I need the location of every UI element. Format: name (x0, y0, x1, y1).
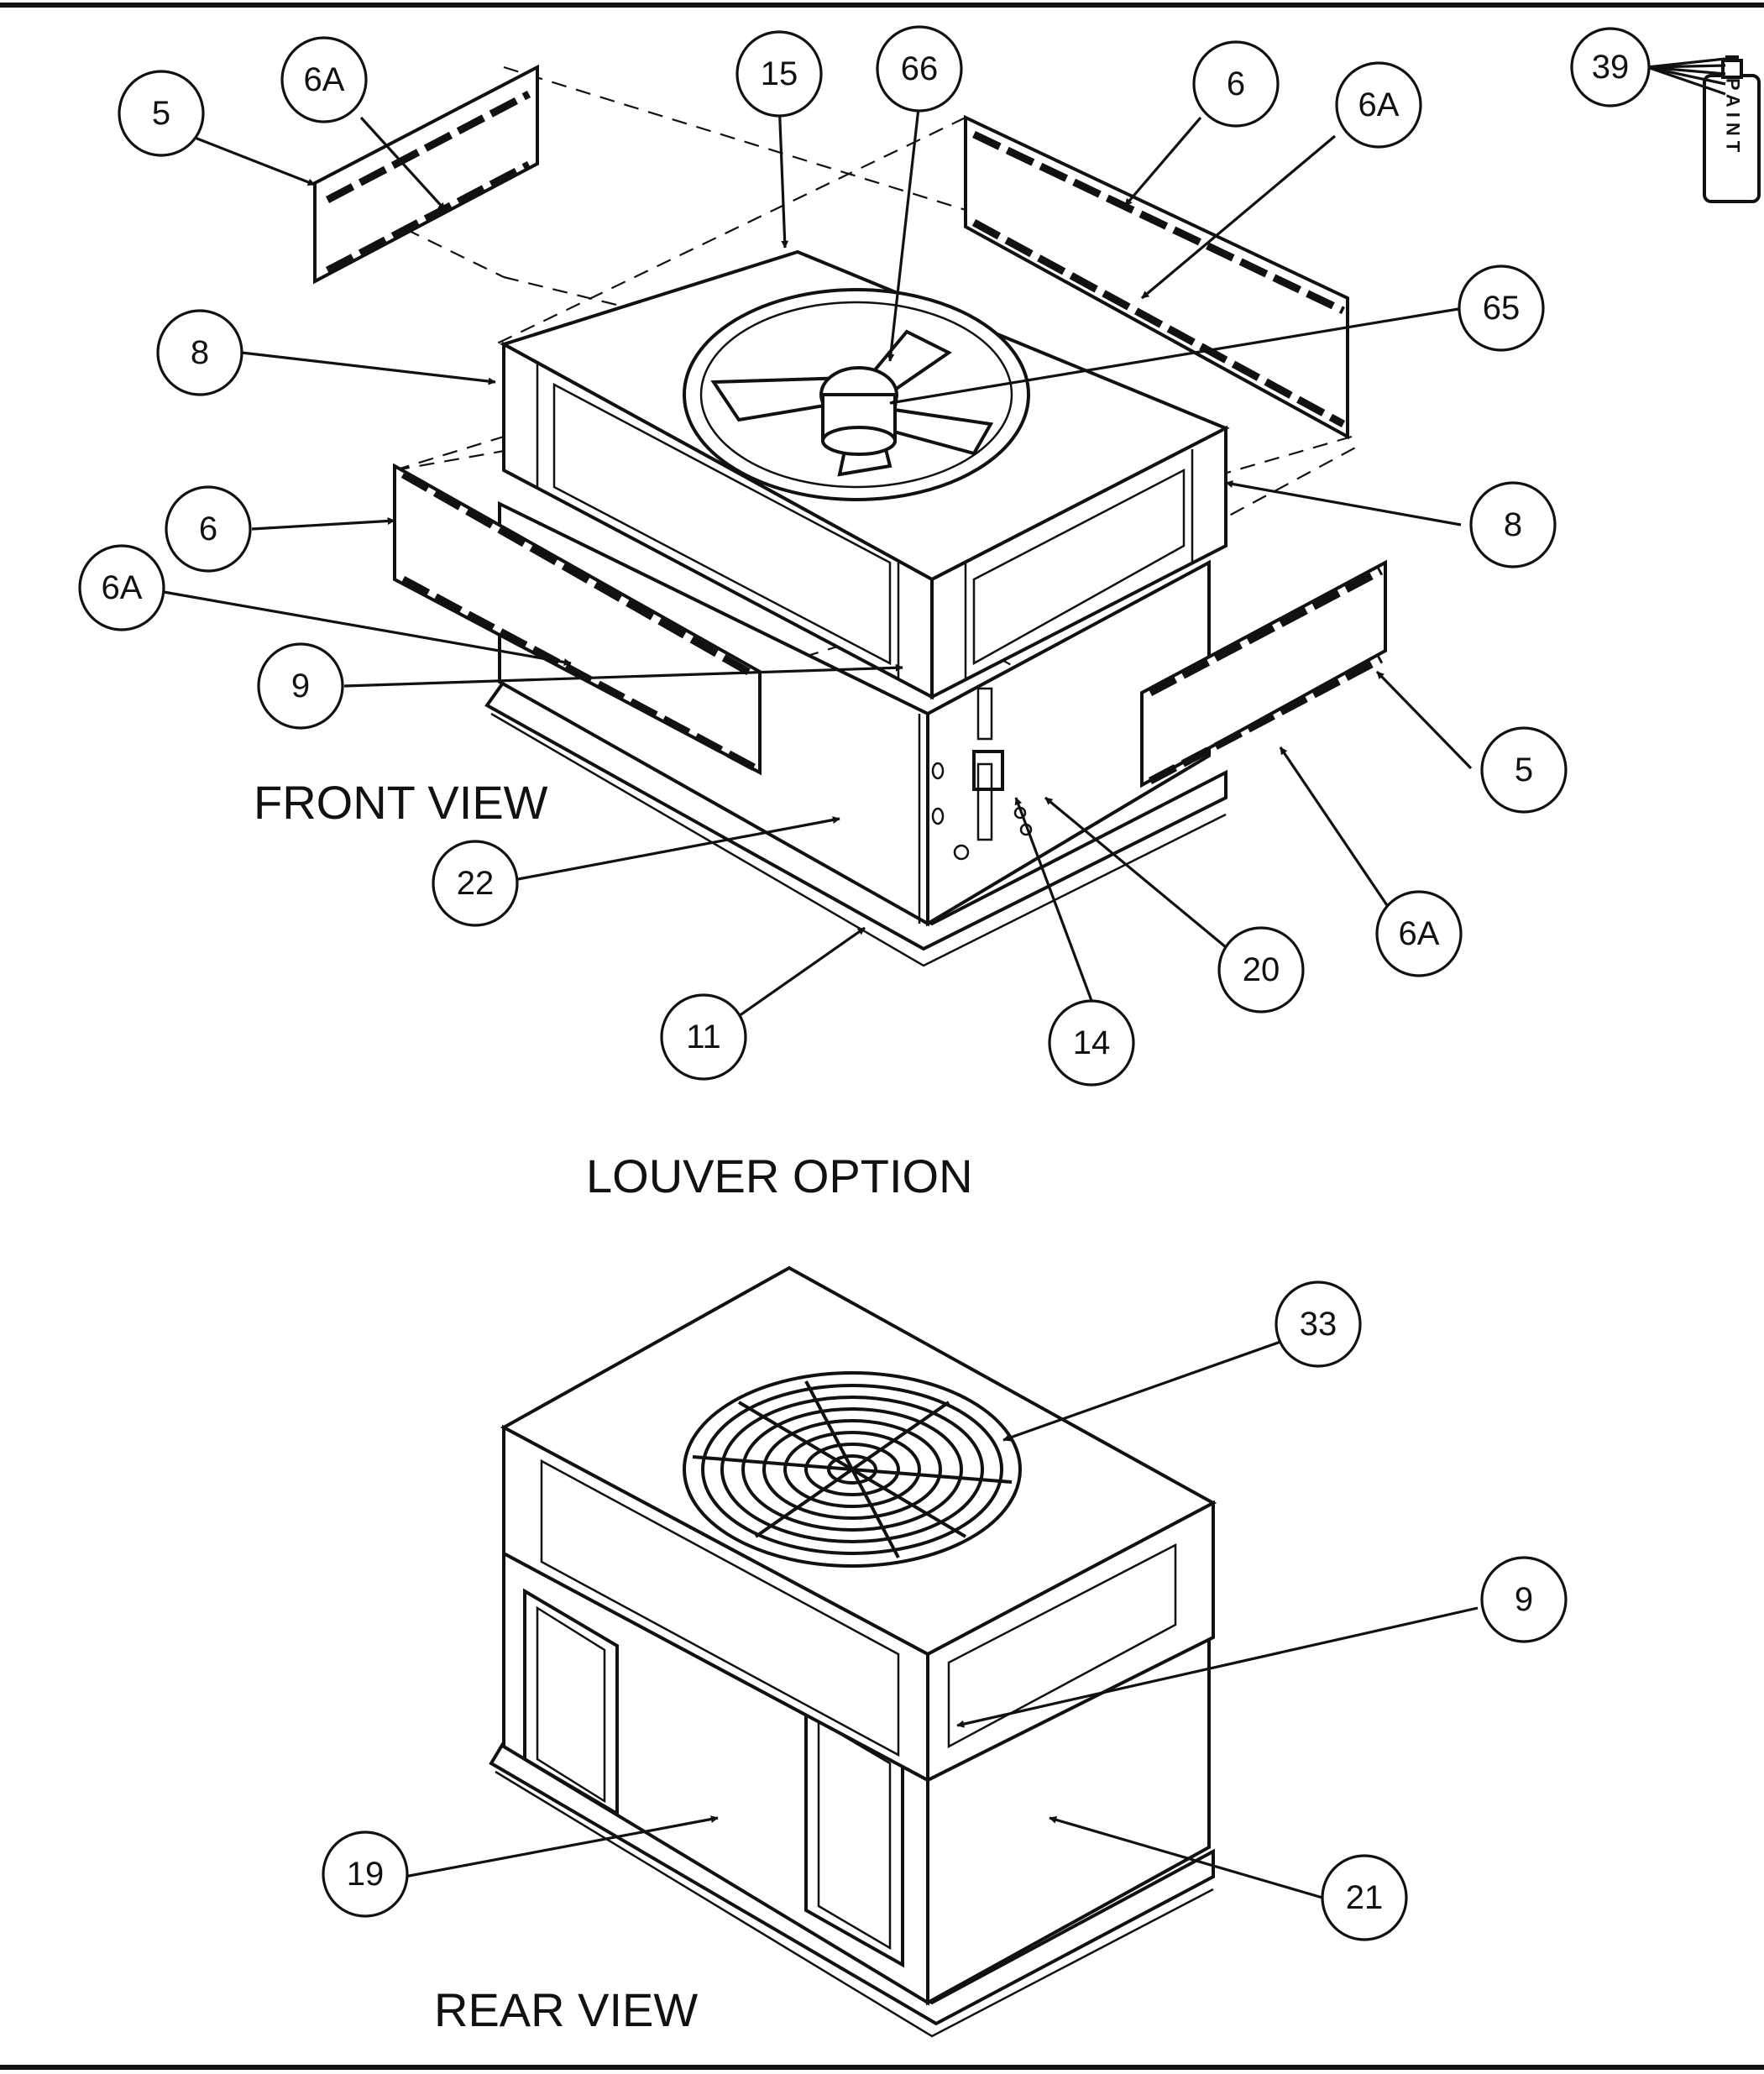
svg-text:6: 6 (1227, 65, 1245, 102)
callout-19: 19 (322, 1830, 409, 1918)
callout-8-right: 8 (1469, 481, 1557, 568)
svg-text:39: 39 (1592, 49, 1630, 86)
callout-39: 39 (1570, 27, 1651, 107)
svg-text:22: 22 (457, 865, 495, 902)
rear-view-caption: REAR VIEW (434, 1983, 698, 2036)
svg-text:33: 33 (1300, 1306, 1337, 1343)
svg-text:9: 9 (291, 668, 310, 704)
paint-can-icon: PAINT (1646, 55, 1761, 203)
callout-6a-left: 6A (78, 544, 165, 631)
callout-9-rear: 9 (1480, 1556, 1568, 1643)
fan-guard (683, 1371, 1022, 1568)
callout-21: 21 (1321, 1854, 1408, 1941)
callout-66: 66 (876, 25, 963, 113)
louver-panel-front-right (1140, 559, 1387, 788)
front-view-unit: PAINT (313, 55, 1761, 967)
svg-text:19: 19 (347, 1856, 385, 1893)
callout-6a-top-left: 6A (280, 36, 368, 123)
svg-text:20: 20 (1243, 951, 1280, 988)
svg-text:6A: 6A (304, 61, 345, 98)
callout-20: 20 (1217, 926, 1305, 1013)
condenser-fan (710, 329, 994, 477)
callout-6a-top-right: 6A (1335, 61, 1422, 149)
callout-22: 22 (432, 840, 519, 927)
svg-text:66: 66 (901, 50, 939, 87)
svg-text:9: 9 (1515, 1581, 1533, 1618)
svg-text:14: 14 (1073, 1024, 1111, 1061)
paint-can-label: PAINT (1723, 78, 1744, 157)
svg-text:8: 8 (1504, 506, 1522, 543)
louver-option-caption: LOUVER OPTION (586, 1150, 973, 1202)
callout-5-right: 5 (1480, 726, 1568, 814)
callout-6a-bottom-right: 6A (1375, 890, 1463, 977)
callout-65: 65 (1458, 264, 1545, 352)
callout-6-left: 6 (165, 485, 252, 573)
svg-text:8: 8 (191, 334, 209, 371)
rear-duct-opening-left (523, 1588, 619, 1817)
callout-14: 14 (1048, 999, 1135, 1087)
callout-15: 15 (735, 30, 823, 118)
louver-panel-front-left (393, 463, 762, 776)
rear-view-unit (489, 1265, 1217, 2038)
svg-text:5: 5 (1515, 752, 1533, 788)
svg-text:15: 15 (761, 55, 798, 92)
callout-11: 11 (660, 993, 747, 1081)
svg-text:11: 11 (686, 1019, 721, 1055)
callout-9-front: 9 (257, 642, 344, 730)
callout-5-top-left: 5 (118, 70, 205, 157)
louver-panel-top-right (964, 114, 1349, 440)
side-access-panel (926, 559, 1211, 927)
svg-text:6A: 6A (1358, 86, 1400, 123)
louver-panel-top-left (313, 64, 539, 285)
svg-text:6: 6 (199, 511, 217, 547)
callout-8-left: 8 (156, 309, 243, 396)
svg-text:65: 65 (1483, 290, 1521, 327)
svg-text:6A: 6A (1399, 915, 1440, 952)
svg-text:5: 5 (152, 95, 170, 132)
svg-text:21: 21 (1346, 1879, 1384, 1916)
callout-33: 33 (1275, 1281, 1362, 1368)
leader-lines (163, 100, 1479, 1899)
front-view-caption: FRONT VIEW (254, 776, 548, 829)
callout-6-top-right: 6 (1192, 40, 1280, 128)
svg-text:6A: 6A (102, 569, 143, 606)
